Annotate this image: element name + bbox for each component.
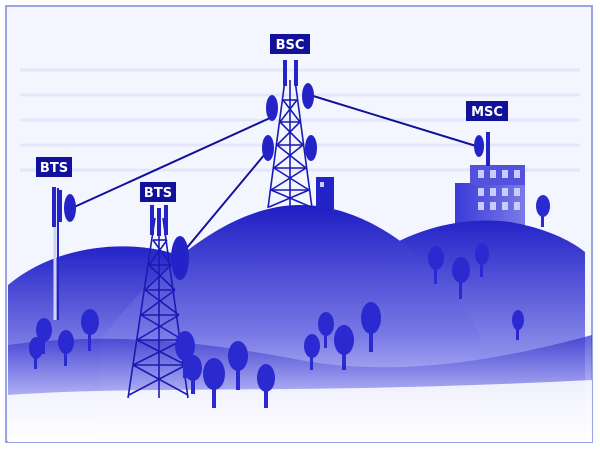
tree-icon (361, 302, 381, 352)
tree-icon (228, 341, 248, 390)
label-bsc: BSC (270, 34, 310, 54)
tree-icon (81, 309, 99, 351)
tree-icon (318, 312, 334, 348)
label-msc-text: MSC (471, 105, 503, 120)
bsc-antennas (262, 60, 317, 161)
dish-icon (474, 135, 484, 157)
dish-icon (171, 236, 189, 280)
trees (29, 195, 550, 408)
label-bts-left: BTS (36, 157, 72, 177)
tree-icon (184, 355, 202, 394)
tree-icon (512, 310, 524, 340)
equipment-hut (316, 177, 334, 209)
tree-icon (257, 364, 275, 408)
msc-antenna (474, 132, 490, 166)
dish-icon (305, 135, 317, 161)
link-bts-left-bsc (71, 117, 271, 209)
tree-icon (304, 334, 320, 370)
tree-icon (536, 195, 550, 227)
dish-icon (266, 95, 278, 121)
dish-icon (302, 83, 314, 109)
tree-icon (428, 246, 444, 284)
tree-icon (475, 243, 489, 277)
dish-icon (262, 135, 274, 161)
dish-icon (64, 194, 76, 222)
bts-left-tower (52, 187, 76, 320)
link-bsc-bts-mid (184, 147, 271, 251)
radio-links (71, 94, 477, 251)
meadow-base (8, 380, 592, 442)
label-bts-mid: BTS (140, 182, 176, 202)
bts-mid-antennas (150, 205, 189, 280)
bsc-tower (267, 79, 313, 209)
tree-icon (29, 337, 43, 369)
label-bsc-text: BSC (276, 38, 305, 53)
tree-icon (36, 318, 52, 354)
label-bts-left-text: BTS (40, 161, 68, 176)
link-bsc-msc (309, 94, 477, 147)
bts-mid-tower (127, 217, 189, 399)
label-msc: MSC (466, 101, 508, 121)
tree-icon (58, 330, 74, 366)
tree-icon (203, 358, 225, 408)
label-bts-mid-text: BTS (144, 186, 172, 201)
tree-icon (334, 325, 354, 370)
tree-icon (452, 257, 470, 299)
